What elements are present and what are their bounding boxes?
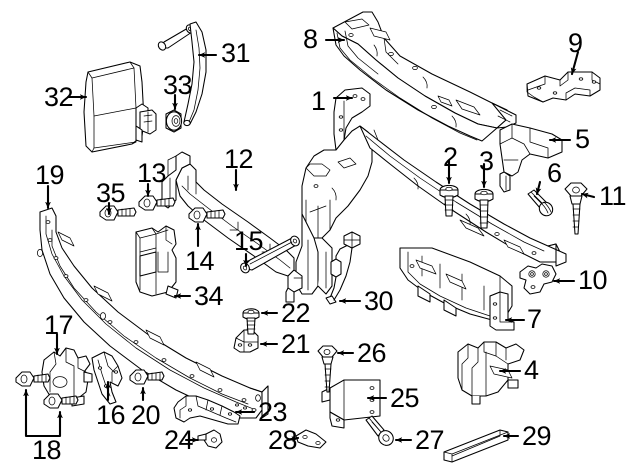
part-2-bolt bbox=[439, 184, 459, 217]
callout-label-25[interactable]: 25 bbox=[390, 383, 420, 413]
part-33-grommet bbox=[165, 109, 183, 133]
callout-label-23[interactable]: 23 bbox=[258, 397, 288, 427]
part-14-bolt bbox=[188, 207, 226, 223]
callout-label-30[interactable]: 30 bbox=[364, 286, 394, 316]
part-15-support-rod bbox=[240, 235, 300, 274]
callout-label-24[interactable]: 24 bbox=[164, 425, 194, 455]
callout-label-11[interactable]: 11 bbox=[599, 181, 627, 211]
callout-label-19[interactable]: 19 bbox=[35, 160, 65, 190]
part-20-bolt bbox=[129, 369, 165, 385]
callout-label-34[interactable]: 34 bbox=[194, 281, 224, 311]
part-19-bumper-impact-beam bbox=[37, 207, 269, 419]
callout-label-9[interactable]: 9 bbox=[568, 28, 583, 58]
callout-label-13[interactable]: 13 bbox=[137, 158, 167, 188]
part-12-upper-tie-bar-left bbox=[161, 151, 303, 303]
part-23-bumper-stay bbox=[173, 395, 241, 425]
part-31-support-rod-and-blade bbox=[157, 21, 207, 127]
part-6-screw-stud bbox=[527, 189, 554, 217]
callout-label-8[interactable]: 8 bbox=[303, 24, 318, 54]
callout-label-12[interactable]: 12 bbox=[224, 144, 254, 174]
leader-11 bbox=[580, 192, 596, 199]
callout-label-1[interactable]: 1 bbox=[311, 86, 326, 116]
leader-28 bbox=[286, 436, 300, 443]
part-25-control-module bbox=[321, 379, 381, 429]
callout-label-14[interactable]: 14 bbox=[185, 246, 215, 276]
callout-label-21[interactable]: 21 bbox=[281, 329, 311, 359]
callout-label-17[interactable]: 17 bbox=[44, 310, 74, 340]
leader-9 bbox=[570, 50, 580, 76]
callout-label-18[interactable]: 18 bbox=[32, 435, 62, 465]
part-26-hex-bolt bbox=[317, 345, 338, 393]
callout-label-20[interactable]: 20 bbox=[131, 400, 161, 430]
part-18-bolt-b bbox=[43, 393, 79, 409]
callout-label-26[interactable]: 26 bbox=[357, 338, 387, 368]
part-28-link-plate bbox=[295, 429, 327, 449]
part-22-screw bbox=[242, 308, 260, 335]
part-8-upper-crossmember bbox=[332, 11, 517, 142]
part-30-harness-bracket bbox=[325, 231, 361, 305]
part-29-tube-spacer bbox=[443, 429, 509, 463]
callout-label-35[interactable]: 35 bbox=[96, 178, 126, 208]
callout-leaders bbox=[23, 37, 596, 443]
part-34-sensor-bracket bbox=[135, 225, 179, 299]
part-24-clip-rivet bbox=[197, 429, 223, 449]
callout-label-32[interactable]: 32 bbox=[44, 82, 74, 112]
callout-label-5[interactable]: 5 bbox=[575, 124, 590, 154]
callout-label-27[interactable]: 27 bbox=[415, 425, 445, 455]
part-13-bolt bbox=[138, 195, 176, 211]
leader-18-bracket bbox=[24, 422, 62, 438]
callout-label-10[interactable]: 10 bbox=[578, 265, 608, 295]
part-10-mounting-plate bbox=[519, 263, 557, 295]
part-9-reinforcement-plate bbox=[526, 71, 601, 103]
part-32-sensor-module bbox=[83, 61, 157, 153]
callout-label-33[interactable]: 33 bbox=[163, 70, 193, 100]
part-11-hex-bolt bbox=[564, 182, 588, 235]
part-35-bolt bbox=[99, 205, 137, 221]
callout-label-2[interactable]: 2 bbox=[443, 142, 458, 172]
callout-label-28[interactable]: 28 bbox=[268, 425, 298, 455]
callout-label-4[interactable]: 4 bbox=[524, 355, 539, 385]
callout-label-6[interactable]: 6 bbox=[547, 158, 562, 188]
part-18-bolt-a bbox=[15, 371, 51, 387]
part-1-radiator-support-center bbox=[295, 87, 567, 321]
callout-label-7[interactable]: 7 bbox=[527, 304, 542, 334]
callout-label-31[interactable]: 31 bbox=[221, 38, 251, 68]
part-3-bolt-long bbox=[474, 188, 494, 229]
leader-6 bbox=[535, 180, 542, 196]
part-4-headlamp-bracket bbox=[457, 341, 525, 405]
callout-label-29[interactable]: 29 bbox=[522, 421, 552, 451]
part-27-screw-stud bbox=[365, 415, 394, 446]
callout-label-3[interactable]: 3 bbox=[479, 146, 494, 176]
callout-label-22[interactable]: 22 bbox=[281, 298, 311, 328]
part-5-support-gusset bbox=[499, 123, 563, 193]
callout-label-15[interactable]: 15 bbox=[234, 226, 264, 256]
callout-label-16[interactable]: 16 bbox=[96, 400, 126, 430]
part-21-small-bracket bbox=[233, 329, 259, 353]
